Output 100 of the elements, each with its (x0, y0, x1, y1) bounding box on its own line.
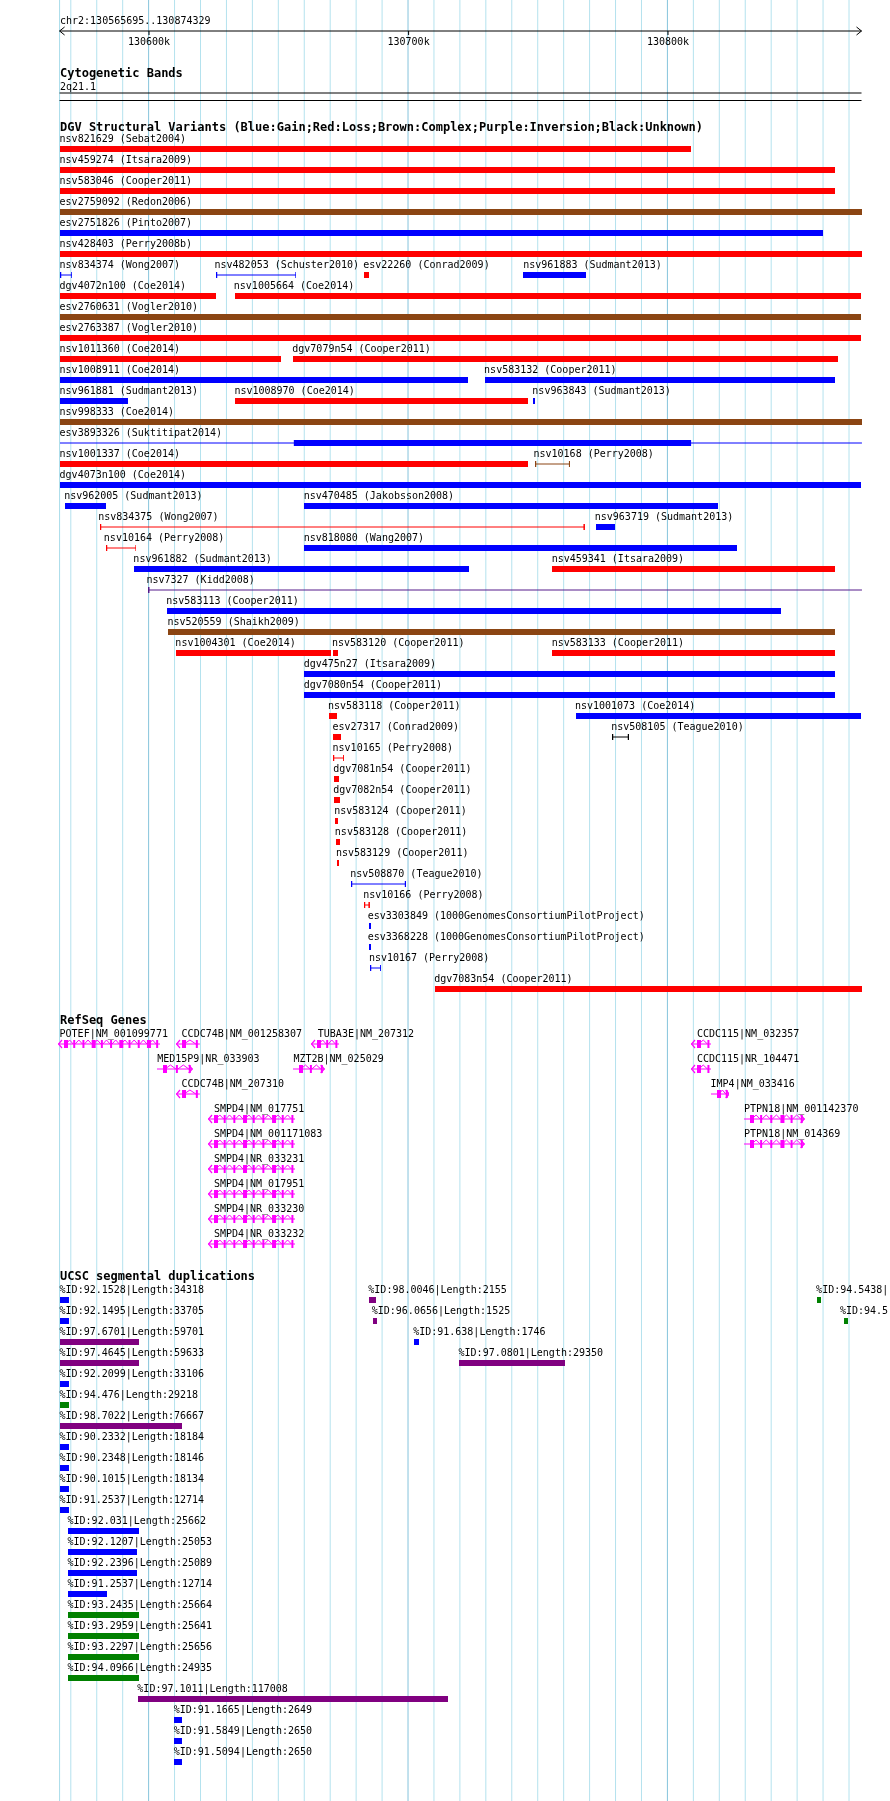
gene-label: SMPD4|NR_033230 (213, 1202, 305, 1214)
duplication-label: %ID:92.1528|Length:34318 (59, 1284, 205, 1295)
duplication-label: %ID:98.0046|Length:2155 (368, 1284, 507, 1295)
track-heading: UCSC segmental duplications (60, 1270, 256, 1282)
variant-label: nsv1001337 (Coe2014) (59, 448, 180, 459)
variant-label: nsv834374 (Wong2007) (59, 259, 180, 270)
variant-label: esv2751826 (Pinto2007) (59, 217, 193, 228)
gene-label: CCDC115|NM_032357 (696, 1027, 800, 1039)
variant-label: nsv7327 (Kidd2008) (146, 574, 255, 585)
variant-label: nsv428403 (Perry2008b) (59, 238, 193, 249)
duplication-label: %ID:94.476|Length:29218 (59, 1389, 199, 1400)
duplication-label: %ID:96.0656|Length:1525 (371, 1305, 511, 1316)
duplication-label: %ID:91.2537|Length:12714 (67, 1578, 213, 1589)
gene-label: CCDC74B|NM_001258307 (181, 1027, 302, 1039)
duplication-label: %ID:91.638|Length:1746 (413, 1326, 546, 1337)
gene-label: MED15P9|NR_033903 (157, 1052, 260, 1064)
variant-label: esv27317 (Conrad2009) (332, 721, 459, 732)
variant-label: dgv7080n54 (Cooper2011) (303, 679, 443, 690)
variant-label: nsv834375 (Wong2007) (98, 511, 219, 522)
duplication-label: %ID:97.1011|Length:117008 (137, 1683, 288, 1694)
duplication-label: %ID:97.0801|Length:29350 (458, 1347, 604, 1358)
variant-label: esv3303849 (1000GenomesConsortiumPilotProject) (367, 910, 645, 921)
gene-label: SMPD4|NM_001171083 (213, 1127, 323, 1139)
variant-label: nsv508105 (Teague2010) (611, 721, 744, 732)
duplication-label: %ID:92.031|Length:25662 (67, 1515, 206, 1526)
variant-label: esv3893326 (Suktitipat2014) (59, 427, 223, 438)
duplication-label: %ID:90.2348|Length:18146 (59, 1452, 205, 1463)
gene-label: IMP4|NM_033416 (710, 1077, 795, 1089)
gene-label: POTEF|NM_001099771 (59, 1027, 168, 1039)
variant-label: nsv961883 (Sudmant2013) (523, 259, 662, 270)
variant-label: esv2763387 (Vogler2010) (59, 322, 199, 333)
gene-label: CCDC115|NR_104471 (696, 1052, 800, 1064)
variant-label: nsv470485 (Jakobsson2008) (303, 490, 455, 501)
gene-label: MZT2B|NM_025029 (293, 1052, 384, 1064)
variant-label: esv3368228 (1000GenomesConsortiumPilotProject) (367, 931, 645, 942)
duplication-label: %ID:94.5 (839, 1305, 889, 1316)
track-heading: Cytogenetic Bands (60, 67, 183, 79)
gene-label: SMPD4|NR_033232 (213, 1227, 305, 1239)
duplication-label: %ID:91.5094|Length:2650 (173, 1746, 313, 1757)
variant-label: nsv583113 (Cooper2011) (166, 595, 299, 606)
variant-label: esv2760631 (Vogler2010) (59, 301, 199, 312)
track-heading: DGV Structural Variants (Blue:Gain;Red:Loss;Brown:Complex;Purple:Inversion;Black:Unknown) (60, 121, 703, 133)
variant-label: nsv961882 (Sudmant2013) (133, 553, 272, 564)
gene-label: SMPD4|NM_017751 (213, 1102, 305, 1114)
variant-label: nsv1011360 (Coe2014) (59, 343, 180, 354)
variant-label: dgv7081n54 (Cooper2011) (333, 763, 472, 774)
variant-label: dgv7083n54 (Cooper2011) (434, 973, 573, 984)
duplication-label: %ID:92.1495|Length:33705 (59, 1305, 205, 1316)
variant-label: esv2759092 (Redon2006) (59, 196, 193, 207)
axis-tick-label: 130800k (646, 36, 690, 48)
gene-label: PTPN18|NM_014369 (744, 1127, 841, 1139)
track-heading: RefSeq Genes (60, 1014, 147, 1026)
variant-label: nsv583124 (Cooper2011) (334, 805, 467, 816)
variant-label: dgv475n27 (Itsara2009) (303, 658, 437, 669)
track-label: chr2:130565695..130874329 (60, 15, 211, 27)
duplication-label: %ID:92.1207|Length:25053 (67, 1536, 213, 1547)
variant-label: nsv10168 (Perry2008) (533, 448, 654, 459)
variant-label: nsv961881 (Sudmant2013) (59, 385, 199, 396)
variant-label: nsv1001073 (Coe2014) (574, 700, 696, 711)
variant-label: nsv818080 (Wang2007) (303, 532, 425, 543)
variant-label: nsv583132 (Cooper2011) (484, 364, 617, 375)
variant-label: dgv7082n54 (Cooper2011) (333, 784, 472, 795)
variant-label: nsv962005 (Sudmant2013) (64, 490, 203, 501)
duplication-label: %ID:90.1015|Length:18134 (59, 1473, 205, 1484)
gene-label: PTPN18|NM_001142370 (744, 1102, 859, 1114)
variant-label: nsv482053 (Schuster2010) (214, 259, 359, 270)
gene-label: CCDC74B|NM_207310 (181, 1077, 284, 1089)
variant-label: nsv998333 (Coe2014) (59, 406, 174, 417)
duplication-label: %ID:93.2959|Length:25641 (67, 1620, 213, 1631)
variant-label: nsv583120 (Cooper2011) (332, 637, 465, 648)
variant-label: nsv1008911 (Coe2014) (59, 364, 180, 375)
variant-label: nsv508870 (Teague2010) (350, 868, 483, 879)
variant-label: nsv520559 (Shaikh2009) (167, 616, 300, 627)
variant-label: dgv4072n100 (Coe2014) (59, 280, 186, 291)
variant-label: nsv821629 (Sebat2004) (59, 133, 186, 144)
variant-label: nsv1008970 (Coe2014) (234, 385, 355, 396)
axis-tick-label: 130700k (387, 36, 430, 48)
variant-label: nsv583046 (Cooper2011) (59, 175, 193, 186)
duplication-label: %ID:94.5438| (816, 1284, 889, 1295)
variant-label: nsv10166 (Perry2008) (363, 889, 484, 900)
variant-label: nsv1004301 (Coe2014) (175, 637, 296, 648)
gene-label: TUBA3E|NM_207312 (317, 1027, 415, 1039)
variant-label: nsv583128 (Cooper2011) (334, 826, 468, 837)
variant-label: nsv10164 (Perry2008) (103, 532, 225, 543)
duplication-label: %ID:92.2396|Length:25089 (67, 1557, 213, 1568)
gene-label: SMPD4|NM_017951 (213, 1177, 305, 1189)
variant-label: esv22260 (Conrad2009) (363, 259, 490, 270)
track-label: 2q21.1 (60, 81, 97, 93)
variant-label: nsv1005664 (Coe2014) (233, 280, 355, 291)
variant-label: nsv583133 (Cooper2011) (551, 637, 685, 648)
variant-label: nsv583118 (Cooper2011) (328, 700, 461, 711)
duplication-label: %ID:90.2332|Length:18184 (59, 1431, 205, 1442)
duplication-label: %ID:93.2297|Length:25656 (67, 1641, 213, 1652)
duplication-label: %ID:94.0966|Length:24935 (67, 1662, 213, 1673)
variant-label: nsv963719 (Sudmant2013) (594, 511, 734, 522)
duplication-label: %ID:98.7022|Length:76667 (59, 1410, 205, 1421)
duplication-label: %ID:97.4645|Length:59633 (59, 1347, 205, 1358)
variant-label: nsv583129 (Cooper2011) (335, 847, 469, 858)
variant-label: nsv459341 (Itsara2009) (551, 553, 685, 564)
variant-label: nsv459274 (Itsara2009) (59, 154, 193, 165)
